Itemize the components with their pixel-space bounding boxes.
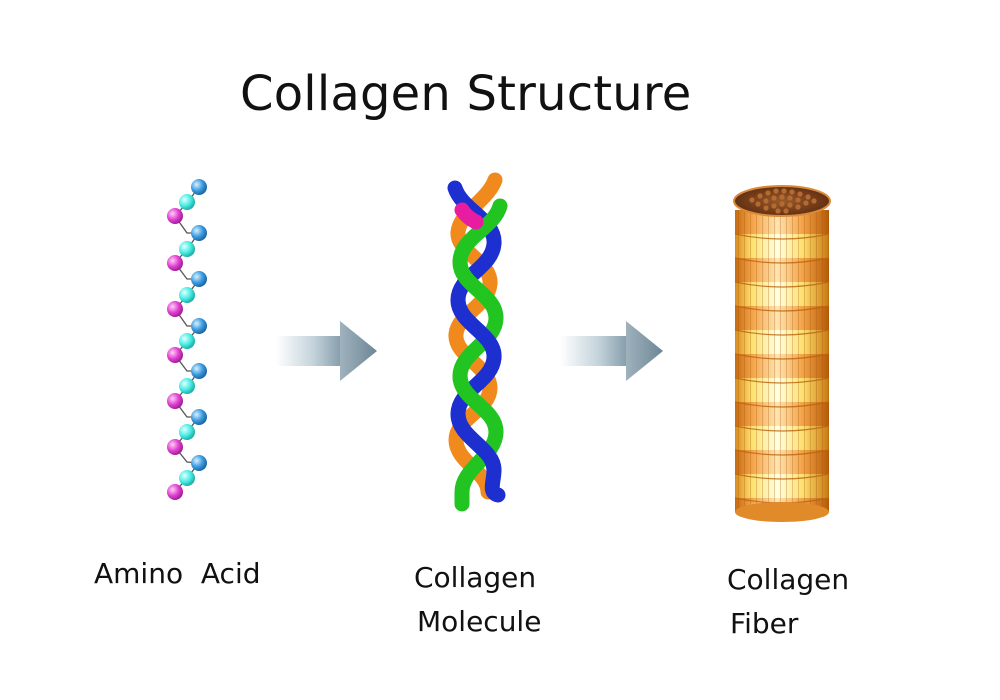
label-collagen-molecule: Collagen Molecule	[414, 556, 541, 644]
helix-strand-orange	[448, 172, 503, 500]
label-collagen-molecule-line2: Molecule	[417, 605, 542, 638]
fiber-bands	[734, 210, 830, 522]
amino-acid-chain	[167, 179, 207, 500]
collagen-fiber	[733, 185, 831, 522]
label-collagen-fiber: Collagen Fiber	[727, 558, 849, 646]
label-collagen-molecule-line1: Collagen	[414, 561, 537, 594]
label-collagen-fiber-line1: Collagen	[727, 563, 850, 596]
label-collagen-fiber-line2: Fiber	[730, 607, 799, 640]
label-amino-acid-line1: Amino Acid	[94, 557, 261, 590]
arrow-amino-to-molecule	[276, 321, 377, 381]
amino-acid-beads	[167, 179, 207, 500]
arrow-molecule-to-fiber	[560, 321, 663, 381]
helix-strand-magenta	[454, 202, 484, 230]
collagen-triple-helix	[447, 172, 508, 512]
label-amino-acid: Amino Acid	[94, 552, 261, 596]
diagram-title: Collagen Structure	[240, 66, 692, 122]
fiber-top-cap	[733, 185, 831, 217]
